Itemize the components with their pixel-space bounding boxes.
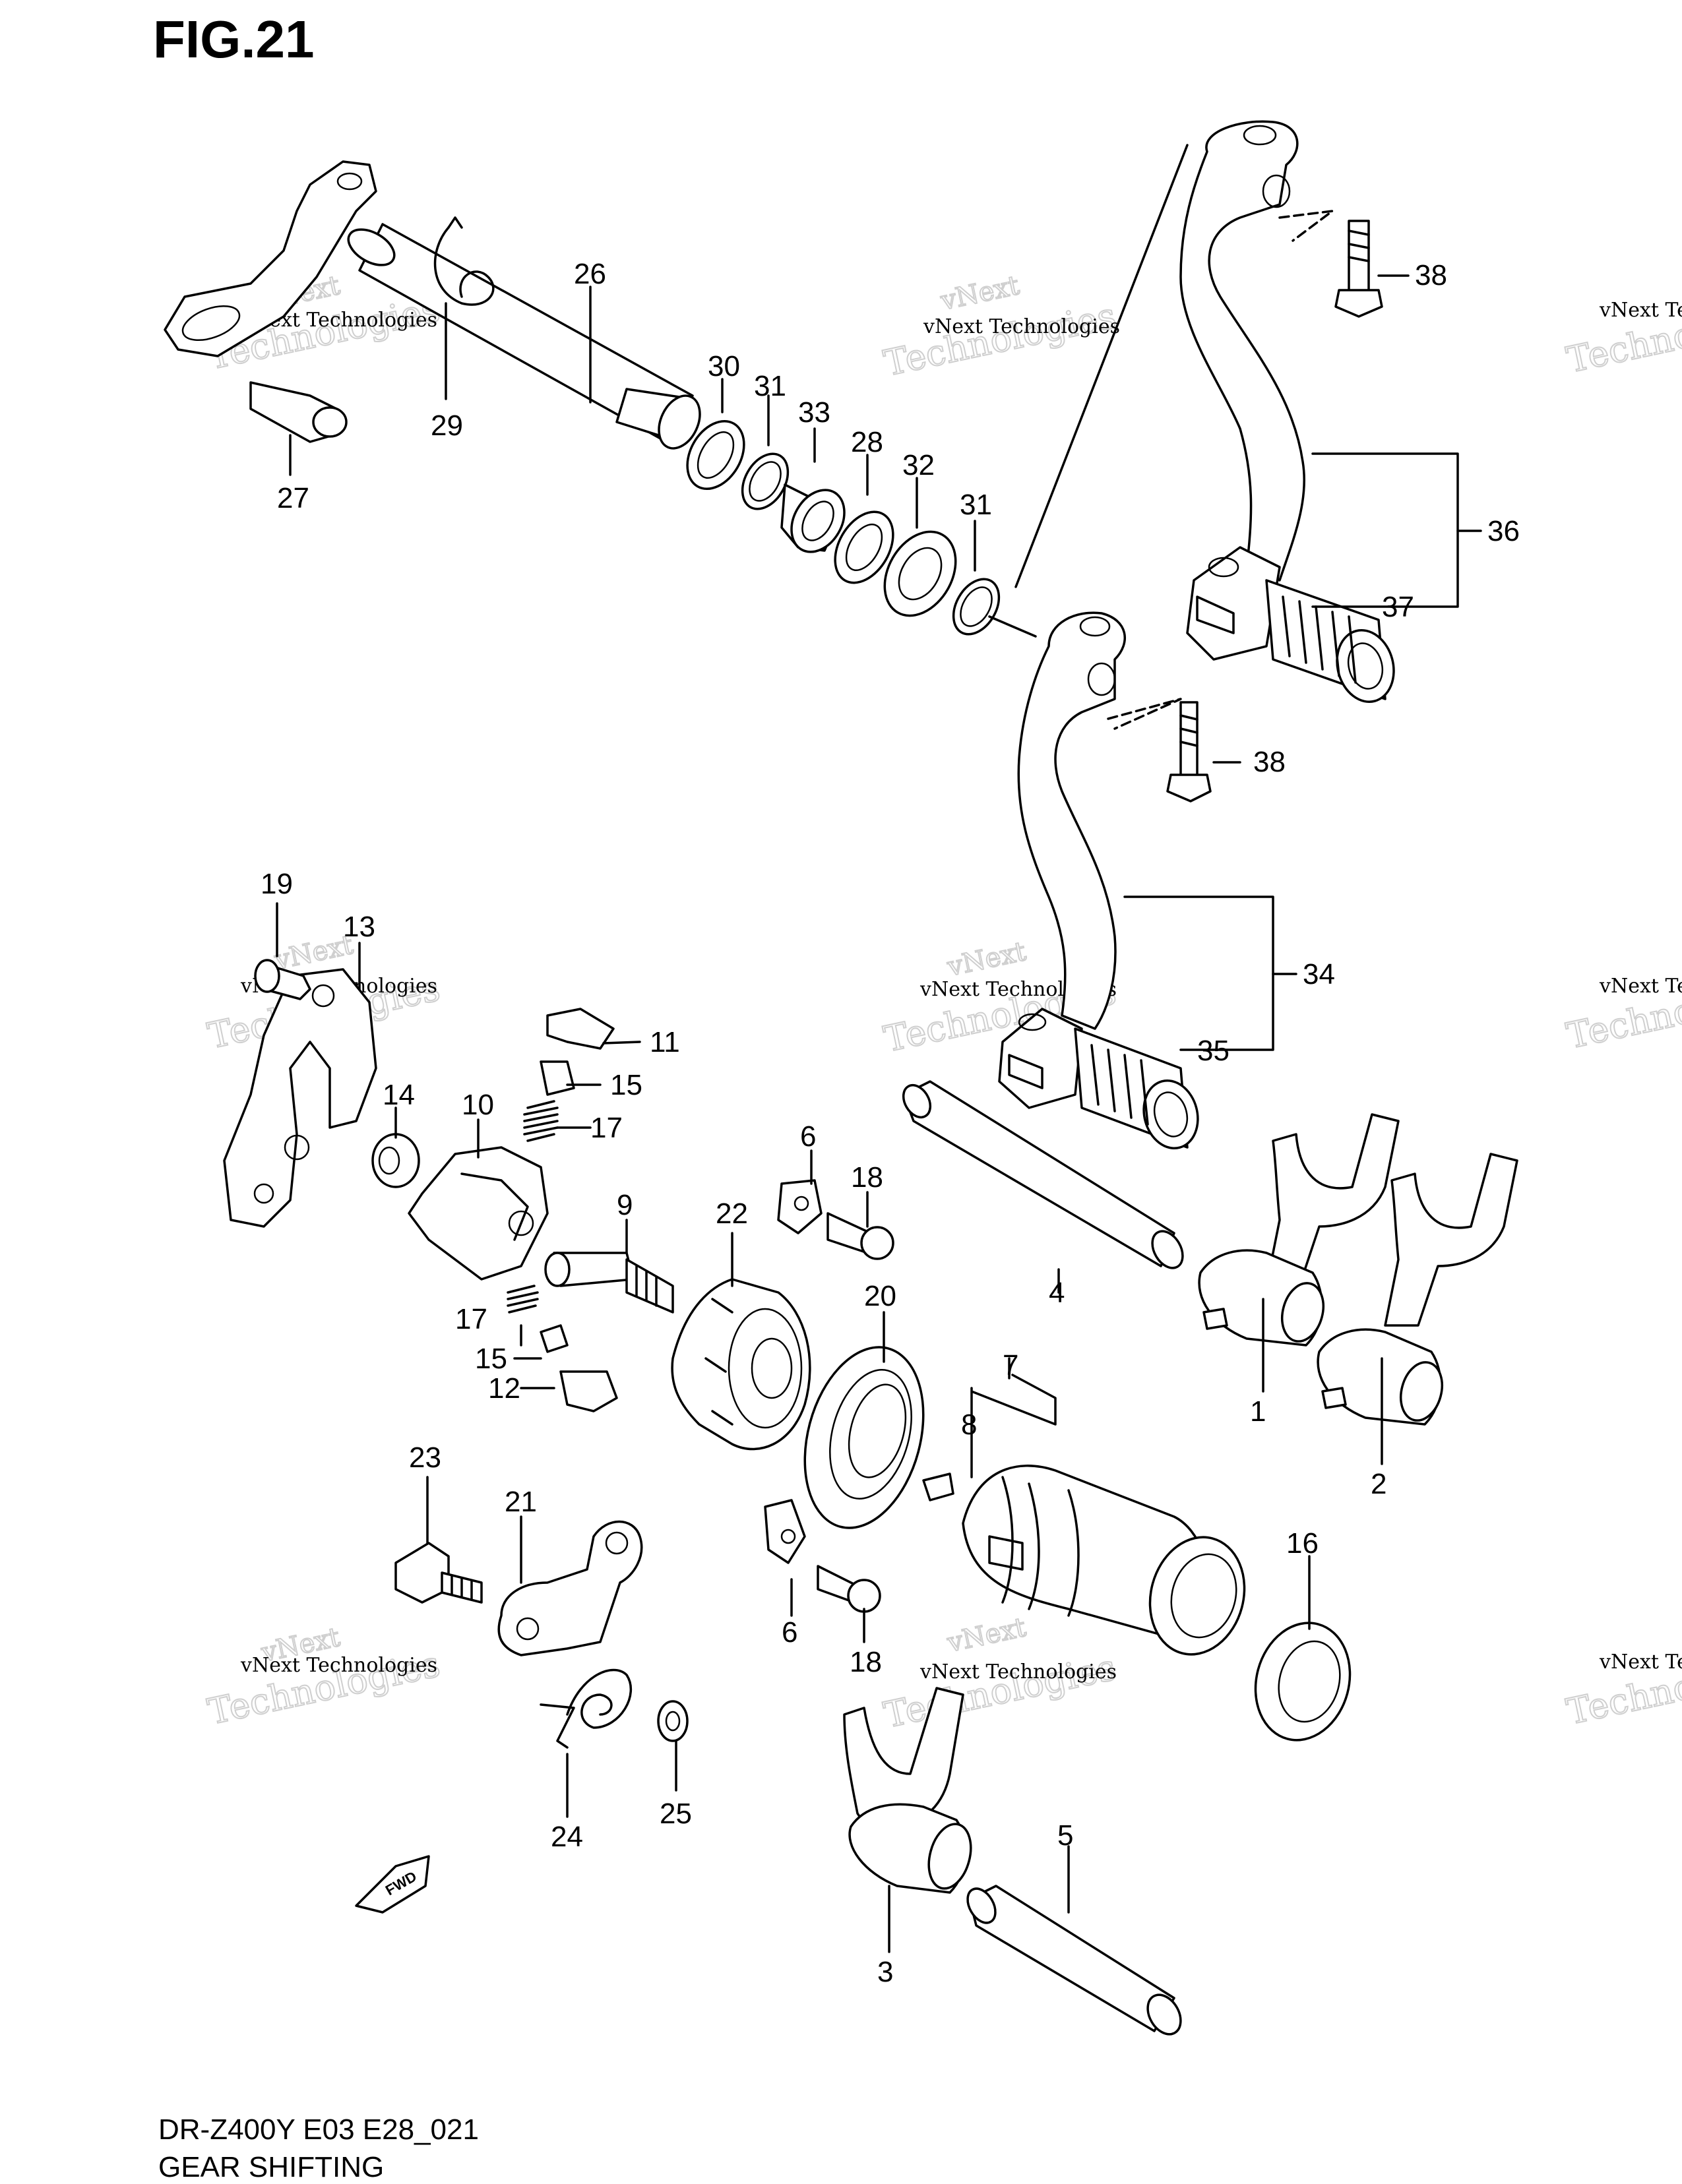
- svg-text:vNext Technologies: vNext Technologies: [923, 315, 1120, 338]
- callout-18: 18: [851, 1161, 883, 1194]
- part-bolt-38-lower: [1166, 701, 1212, 803]
- figure-title: FIG.21: [153, 10, 315, 69]
- callout-38: 38: [1415, 259, 1447, 291]
- watermark: Technologies vNext vNext Technologies: [880, 270, 1121, 385]
- callout-31: 31: [754, 370, 786, 402]
- callout-8: 8: [961, 1409, 977, 1441]
- svg-text:vNext Technologies: vNext Technologies: [240, 1654, 437, 1677]
- callout-19: 19: [261, 868, 293, 900]
- fwd-arrow-icon: FWD: [355, 1855, 430, 1914]
- callout-20: 20: [864, 1280, 896, 1312]
- callout-26: 26: [574, 258, 606, 290]
- callout-32: 32: [902, 449, 935, 481]
- part-gearshift-lever-34: [998, 611, 1199, 1150]
- svg-text:vNext: vNext: [945, 1612, 1029, 1658]
- callout-13: 13: [343, 911, 375, 943]
- callout-3: 3: [877, 1956, 893, 1988]
- svg-text:Technologies: Technologies: [881, 295, 1120, 384]
- callout-7: 7: [1003, 1349, 1018, 1381]
- model-code: DR-Z400Y E03 E28_021: [158, 2113, 479, 2146]
- svg-text:vNext Technologies: vNext Technologies: [1599, 1651, 1682, 1674]
- part-cam-drive-gear-22: [671, 1278, 811, 1451]
- svg-text:vNext Technologies: vNext Technologies: [919, 1660, 1117, 1684]
- svg-text:vNext: vNext: [945, 936, 1029, 983]
- callout-18-lower: 18: [850, 1646, 882, 1678]
- part-stopper-plate-13: [223, 959, 377, 1228]
- callout-24: 24: [551, 1821, 583, 1853]
- callout-28: 28: [851, 426, 883, 458]
- callout-1: 1: [1250, 1395, 1266, 1428]
- callout-38-lower: 38: [1253, 746, 1286, 778]
- part-bearing-20: [803, 1346, 925, 1529]
- callout-33: 33: [798, 396, 830, 429]
- callout-31-lower: 31: [960, 489, 992, 521]
- callout-5: 5: [1057, 1819, 1073, 1852]
- callout-17-lower: 17: [455, 1303, 487, 1335]
- callout-4: 4: [1049, 1277, 1065, 1309]
- callout-35: 35: [1197, 1035, 1230, 1067]
- svg-text:vNext Technologies: vNext Technologies: [1599, 299, 1682, 322]
- callout-22: 22: [716, 1198, 748, 1230]
- watermark: Technologies vNext vNext Technologies: [880, 1612, 1121, 1737]
- callout-6: 6: [800, 1120, 816, 1153]
- part-shift-forks-1-2: [1198, 1113, 1518, 1426]
- leader-line: [1014, 144, 1189, 588]
- svg-text:vNext: vNext: [938, 270, 1022, 317]
- callout-14: 14: [383, 1079, 415, 1111]
- callout-11: 11: [650, 1026, 680, 1058]
- callout-9: 9: [617, 1189, 633, 1221]
- callout-21: 21: [505, 1486, 537, 1518]
- leader-line: [988, 615, 1037, 638]
- callout-23: 23: [409, 1441, 441, 1474]
- callout-34: 34: [1303, 958, 1335, 990]
- watermark: Technologies vNext Technologies: [1563, 1643, 1682, 1734]
- callout-37: 37: [1382, 591, 1414, 623]
- svg-text:vNext Technologies: vNext Technologies: [1599, 975, 1682, 998]
- part-shift-fork-3: [843, 1687, 972, 1894]
- watermark: Technologies vNext Technologies: [1563, 291, 1682, 382]
- callout-17: 17: [590, 1112, 623, 1144]
- watermarks: Technologies vNext vNext Technologies Te…: [204, 270, 1682, 1737]
- part-pawl-lifter-21-23-24-25: [394, 1520, 689, 1749]
- watermark: Technologies vNext Technologies: [1563, 967, 1682, 1058]
- callout-30: 30: [708, 350, 740, 382]
- part-small-items-left: [371, 1008, 674, 1412]
- callout-15-lower: 15: [475, 1343, 507, 1375]
- callout-15: 15: [610, 1069, 642, 1101]
- part-washers-seals: [686, 419, 1001, 636]
- part-shift-rod-4: [902, 1080, 1184, 1269]
- part-gearshift-lever-36: [1179, 120, 1395, 703]
- part-stoppers-6-18: [764, 1179, 894, 1613]
- callout-2: 2: [1371, 1468, 1386, 1500]
- callout-10: 10: [462, 1089, 494, 1121]
- callout-leaders: [276, 274, 1482, 1953]
- callout-labels: 1 2 3 4 5 6 6 7 8 9 10 11 12 13 14 15 15…: [261, 258, 1520, 1988]
- figure-name: GEAR SHIFTING: [158, 2151, 385, 2183]
- callout-12: 12: [488, 1372, 520, 1405]
- callout-25: 25: [660, 1798, 692, 1830]
- callout-36: 36: [1487, 515, 1520, 547]
- callout-16: 16: [1286, 1527, 1319, 1560]
- part-shift-rod-5: [966, 1885, 1182, 2036]
- part-gearshift-cam-7: [922, 1465, 1246, 1656]
- callout-29: 29: [431, 410, 463, 442]
- part-bearing-16: [1254, 1622, 1352, 1742]
- watermark: Technologies vNext vNext Technologies: [204, 1622, 445, 1734]
- callout-6-lower: 6: [782, 1616, 797, 1649]
- callout-27: 27: [277, 482, 309, 514]
- part-bolt-38-upper: [1334, 220, 1383, 318]
